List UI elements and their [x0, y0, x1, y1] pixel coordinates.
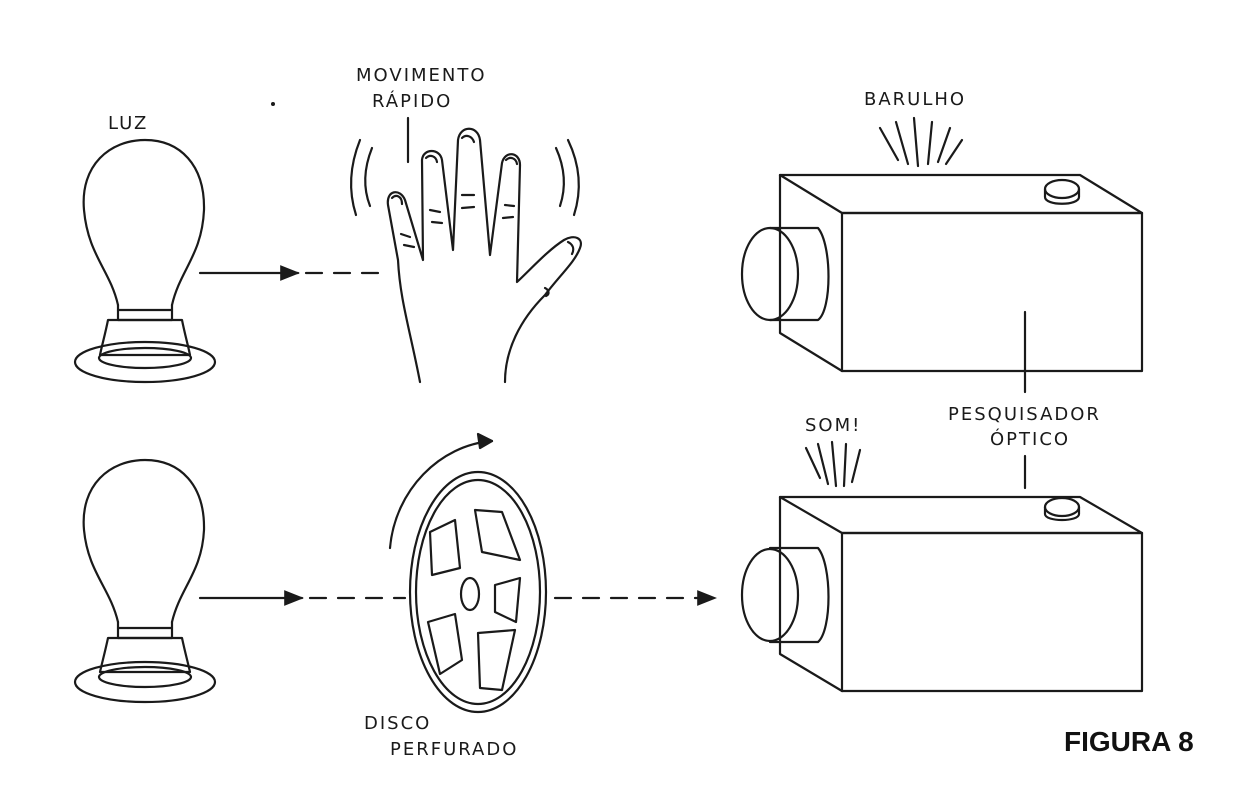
hand — [349, 116, 582, 384]
label-optical-sensor-line1: PESQUISADOR — [948, 404, 1101, 425]
perforated-disc — [388, 432, 548, 714]
optical-sensor-bottom — [740, 440, 1144, 693]
label-optical-sensor-line2: ÓPTICO — [990, 429, 1071, 450]
label-sound: SOM! — [805, 415, 862, 436]
label-fast-motion-line2: RÁPIDO — [372, 91, 453, 112]
label-fast-motion-line1: MOVIMENTO — [356, 65, 487, 86]
optical-sensor-top — [740, 116, 1144, 394]
figure-caption: FIGURA 8 — [1064, 726, 1194, 757]
label-perforated-disc-line1: DISCO — [364, 713, 432, 734]
lamp-bottom — [73, 458, 217, 704]
label-perforated-disc-line2: PERFURADO — [390, 739, 519, 760]
lamp-top — [73, 138, 217, 384]
speck — [271, 102, 275, 106]
label-light: LUZ — [108, 113, 149, 134]
label-noise: BARULHO — [864, 89, 967, 110]
